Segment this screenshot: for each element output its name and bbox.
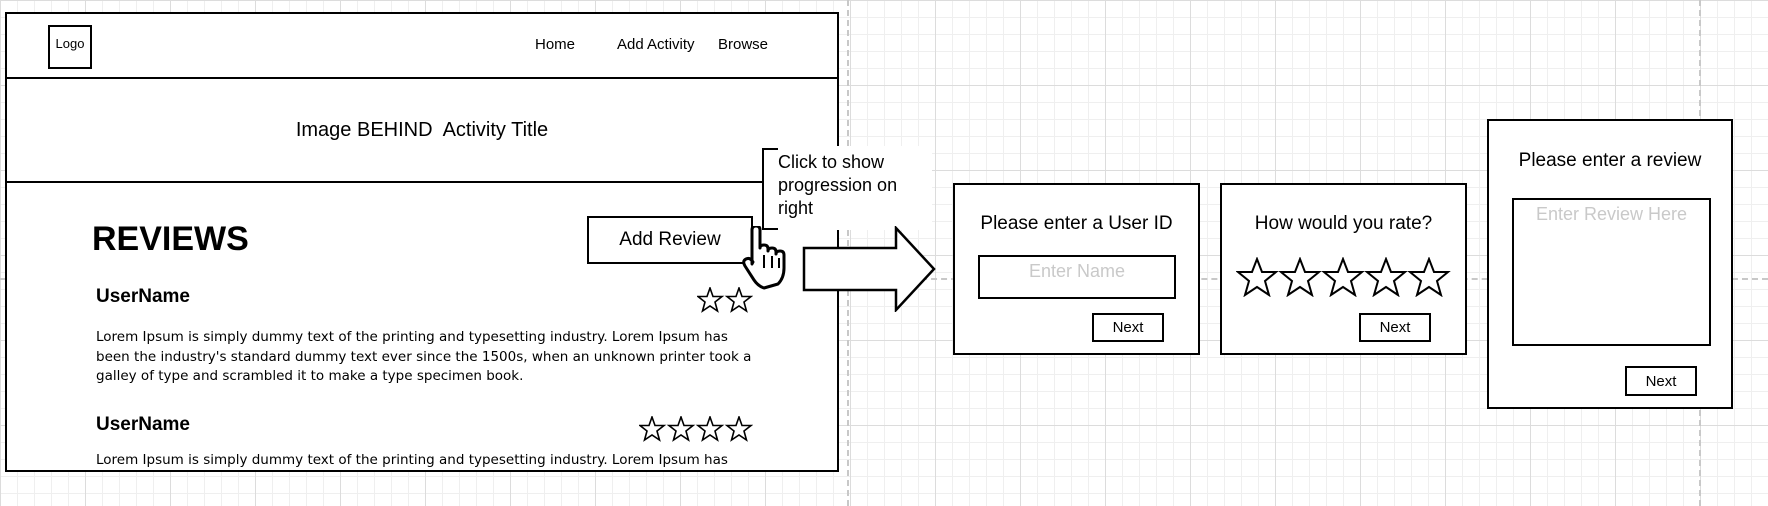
review-text: Lorem Ipsum is simply dummy text of the … xyxy=(96,451,776,471)
nav-add-activity-link[interactable]: Add Activity xyxy=(617,36,695,53)
nav-home-link[interactable]: Home xyxy=(535,36,576,53)
star-icon xyxy=(695,416,725,442)
star-icon xyxy=(1407,257,1451,297)
star-icon xyxy=(724,287,753,313)
reviews-heading: REVIEWS xyxy=(92,220,249,258)
nav-bar: Logo Home Add Activity Browse xyxy=(7,14,837,79)
review-textarea[interactable]: Enter Review Here xyxy=(1512,198,1711,346)
hand-cursor-icon xyxy=(742,226,786,290)
review-rating-stars xyxy=(697,287,753,313)
step-title: How would you rate? xyxy=(1254,213,1433,234)
review-placeholder: Enter Review Here xyxy=(1535,204,1688,224)
callout-line: progression on xyxy=(778,175,898,195)
review-text-line: been the industry's standard dummy text … xyxy=(96,348,752,365)
next-button[interactable]: Next xyxy=(1625,366,1697,396)
step-review-panel: Please enter a review Enter Review Here … xyxy=(1487,119,1733,409)
star-icon xyxy=(1321,257,1365,297)
step-title: Please enter a User ID xyxy=(980,213,1173,234)
review-username: UserName xyxy=(96,286,190,307)
review-text-line: Lorem Ipsum is simply dummy text of the … xyxy=(96,329,728,345)
star-icon xyxy=(1236,257,1279,297)
review-text-line: galley of type and scrambled it to make … xyxy=(96,368,524,384)
next-label: Next xyxy=(1379,319,1411,336)
logo-text: Logo xyxy=(55,36,85,51)
hero-image-area: Image BEHIND Activity Title xyxy=(7,79,837,183)
callout-text: Click to show progression on right xyxy=(778,151,897,220)
review-rating-stars xyxy=(639,416,753,442)
star-icon xyxy=(697,287,725,313)
rating-stars[interactable] xyxy=(1236,257,1454,297)
review-text-line: Lorem Ipsum is simply dummy text of the … xyxy=(96,452,728,468)
next-label: Next xyxy=(1645,372,1677,390)
next-button[interactable]: Next xyxy=(1092,313,1164,342)
callout-bracket xyxy=(762,148,778,230)
step-title: Please enter a review xyxy=(1518,150,1702,171)
next-label: Next xyxy=(1112,319,1144,336)
next-button[interactable]: Next xyxy=(1359,313,1431,342)
callout-line: right xyxy=(778,198,814,218)
page-wireframe: Logo Home Add Activity Browse Image BEHI… xyxy=(5,12,839,472)
logo[interactable]: Logo xyxy=(48,25,92,69)
callout-note: Click to show progression on right xyxy=(762,146,932,230)
user-name-input[interactable]: Enter Name xyxy=(978,255,1176,299)
star-icon xyxy=(724,416,753,442)
star-icon xyxy=(639,416,667,442)
review-username: UserName xyxy=(96,414,190,435)
add-review-label: Add Review xyxy=(619,229,721,250)
step-rating-panel: How would you rate? Next xyxy=(1220,183,1467,355)
user-name-placeholder: Enter Name xyxy=(1028,261,1126,281)
callout-line: Click to show xyxy=(778,152,885,172)
star-icon xyxy=(1364,257,1408,297)
nav-browse-link[interactable]: Browse xyxy=(718,36,769,53)
hero-title: Image BEHIND Activity Title xyxy=(295,119,549,141)
star-icon xyxy=(666,416,696,442)
add-review-button[interactable]: Add Review xyxy=(587,216,753,264)
progression-arrow-icon xyxy=(802,226,936,312)
step-user-id-panel: Please enter a User ID Enter Name Next xyxy=(953,183,1200,355)
review-text: Lorem Ipsum is simply dummy text of the … xyxy=(96,328,776,387)
star-icon xyxy=(1278,257,1322,297)
